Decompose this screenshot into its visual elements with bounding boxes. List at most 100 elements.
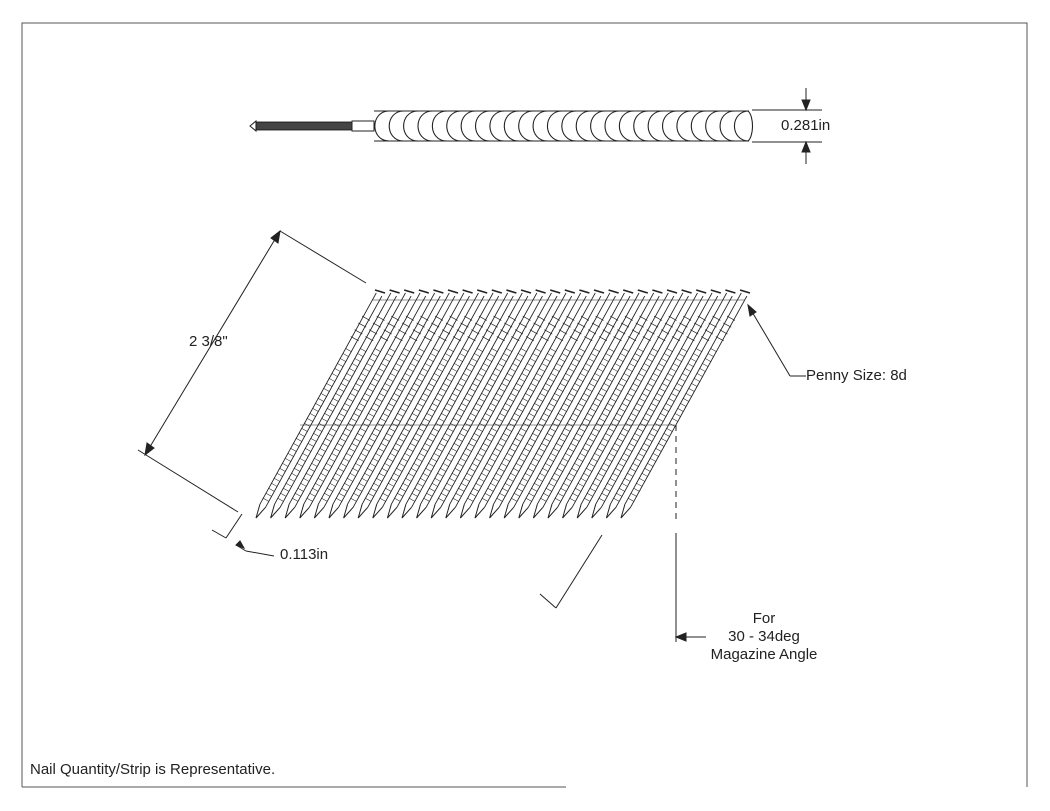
nail-ring: [509, 368, 516, 372]
nail-ring: [391, 315, 400, 321]
nail-ring: [528, 413, 535, 417]
nail-ring: [276, 472, 283, 477]
nail-ring: [392, 447, 399, 452]
nail-ring: [504, 403, 512, 407]
nail-ring: [597, 368, 604, 372]
nail-ring: [532, 353, 539, 357]
nail-ring: [583, 472, 590, 477]
nail-ring: [647, 462, 654, 467]
nail-ring: [460, 378, 467, 382]
nail-point: [401, 504, 412, 519]
nail-point: [576, 504, 588, 519]
nail-ring: [588, 329, 597, 335]
nail-point: [445, 504, 456, 519]
nail-ring: [571, 388, 578, 392]
nail-ring: [568, 472, 575, 477]
nail-ring: [598, 417, 606, 422]
nail-ring: [646, 358, 653, 362]
nail-ring: [312, 487, 319, 492]
nail-ring: [624, 477, 631, 482]
nail-ring: [397, 413, 404, 417]
nail-ring: [458, 487, 465, 492]
nail-ring: [551, 315, 560, 321]
nail-ring: [670, 368, 677, 372]
nail-ring: [643, 363, 651, 367]
nail-ring: [440, 413, 448, 417]
nail-ring: [646, 329, 655, 335]
nail-ring: [606, 482, 614, 487]
strip-nail: [328, 289, 459, 519]
nail-ring: [631, 358, 639, 362]
nail-ring: [533, 378, 540, 382]
nail-ring: [630, 413, 638, 417]
nail-ring: [450, 447, 458, 452]
nail-ring: [385, 408, 392, 412]
nail-ring: [467, 417, 474, 422]
nail-ring: [372, 378, 380, 382]
strip-nail: [547, 289, 678, 519]
nail-head: [725, 289, 736, 294]
nail-ring: [473, 353, 481, 357]
nail-ring: [285, 482, 293, 487]
magazine-note-line1: For: [752, 610, 776, 627]
nail-ring: [321, 497, 328, 502]
nail-ring: [277, 497, 284, 502]
nail-ring: [356, 432, 364, 437]
nail-ring: [444, 353, 452, 357]
nail-ring: [279, 467, 286, 472]
nail-ring: [577, 482, 585, 487]
nail-head-top-view: [575, 110, 591, 142]
nail-ring: [584, 336, 593, 342]
nail-ring: [367, 492, 375, 497]
strip-nail: [489, 289, 619, 519]
nail-ring: [396, 467, 403, 472]
nail-ring: [392, 368, 400, 372]
nail-ring: [431, 403, 439, 407]
nail-ring: [423, 336, 432, 342]
nail-ring: [407, 368, 414, 372]
nail-ring: [602, 437, 609, 442]
nail-ring: [603, 462, 610, 467]
nail-ring: [432, 427, 440, 432]
nail-ring: [393, 472, 400, 477]
diameter-label: 0.113in: [280, 546, 329, 563]
strip-nail: [562, 289, 692, 519]
nail-ring: [559, 462, 566, 467]
nail-ring: [352, 467, 359, 472]
nail-ring: [407, 447, 414, 452]
nail-ring: [459, 353, 466, 357]
nail-ring: [655, 447, 662, 452]
strip-nail: [357, 289, 488, 519]
nail-ring: [704, 358, 712, 362]
nail-ring: [511, 417, 518, 422]
nail-ring: [364, 497, 372, 502]
nail-ring: [290, 447, 297, 452]
nail-ring: [424, 442, 431, 447]
nail-ring: [541, 363, 548, 367]
nail-ring: [573, 358, 580, 362]
nail-ring: [471, 358, 478, 362]
nail-ring: [575, 408, 582, 412]
nail-ring: [558, 329, 567, 335]
nail-ring: [670, 393, 678, 397]
nail-ring: [483, 467, 491, 472]
nail-ring: [473, 432, 481, 437]
nail-ring: [610, 315, 619, 321]
nail-ring: [426, 492, 433, 497]
nail-ring: [574, 487, 582, 492]
nail-ring: [635, 378, 642, 382]
nail-ring: [686, 336, 695, 342]
nail-ring: [658, 363, 665, 367]
nail-ring: [481, 417, 489, 422]
sheet-border: [21, 22, 1028, 787]
nail-ring: [383, 329, 392, 335]
nail-ring: [379, 497, 387, 502]
nail-point: [620, 504, 631, 519]
nail-ring: [614, 363, 621, 367]
nail-ring: [408, 417, 416, 422]
nail-ring: [480, 447, 487, 452]
nail-ring: [631, 437, 639, 442]
nail-ring: [565, 398, 573, 402]
nail-ring: [363, 368, 370, 372]
strip-nail: [591, 289, 722, 519]
